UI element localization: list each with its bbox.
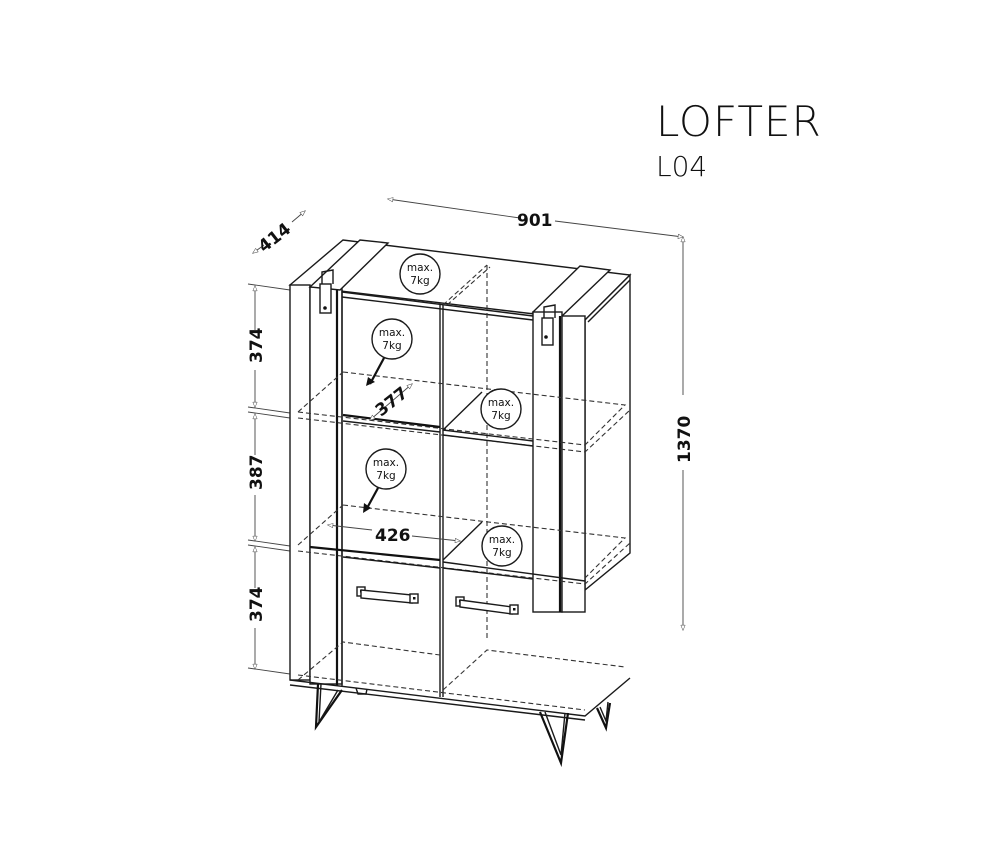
svg-text:max.: max. [407, 262, 433, 274]
left-door-handle [356, 586, 419, 604]
load-badge-upper-right: max. 7kg [480, 388, 522, 430]
title-block: LOFTER L04 [656, 98, 822, 184]
svg-text:max.: max. [489, 534, 515, 546]
shelf-width-label: 426 [375, 526, 411, 546]
lower-section-label: 374 [247, 586, 267, 622]
svg-text:max.: max. [488, 397, 514, 409]
middle-shelf: 426 [297, 504, 631, 585]
svg-text:max.: max. [373, 457, 399, 469]
svg-text:7kg: 7kg [382, 340, 401, 352]
strap-hooks [319, 269, 556, 346]
load-badge-middle-left: max. 7kg [363, 448, 407, 513]
load-badge-top: max. 7kg [399, 253, 441, 295]
height-label: 1370 [675, 416, 695, 463]
product-title: LOFTER [656, 97, 822, 146]
svg-text:7kg: 7kg [492, 547, 511, 559]
svg-text:max.: max. [379, 327, 405, 339]
product-model: L04 [656, 150, 708, 183]
cabinet-body [288, 239, 632, 697]
svg-text:7kg: 7kg [410, 275, 429, 287]
load-badge-middle-right: max. 7kg [481, 525, 523, 567]
width-label: 901 [517, 211, 553, 231]
height-dimension: 1370 [675, 235, 695, 632]
doors [289, 556, 631, 721]
svg-text:7kg: 7kg [491, 410, 510, 422]
section-dimensions: 374 387 374 [247, 283, 291, 675]
width-dimension: 901 [386, 197, 685, 239]
svg-text:7kg: 7kg [376, 470, 395, 482]
depth-label: 414 [255, 219, 295, 257]
middle-section-label: 387 [247, 455, 267, 491]
upper-section-label: 374 [247, 327, 267, 363]
load-badge-upper-left: max. 7kg [366, 318, 413, 386]
right-door-handle [455, 596, 519, 615]
legs [314, 683, 612, 768]
depth-dimension: 414 [252, 210, 306, 257]
